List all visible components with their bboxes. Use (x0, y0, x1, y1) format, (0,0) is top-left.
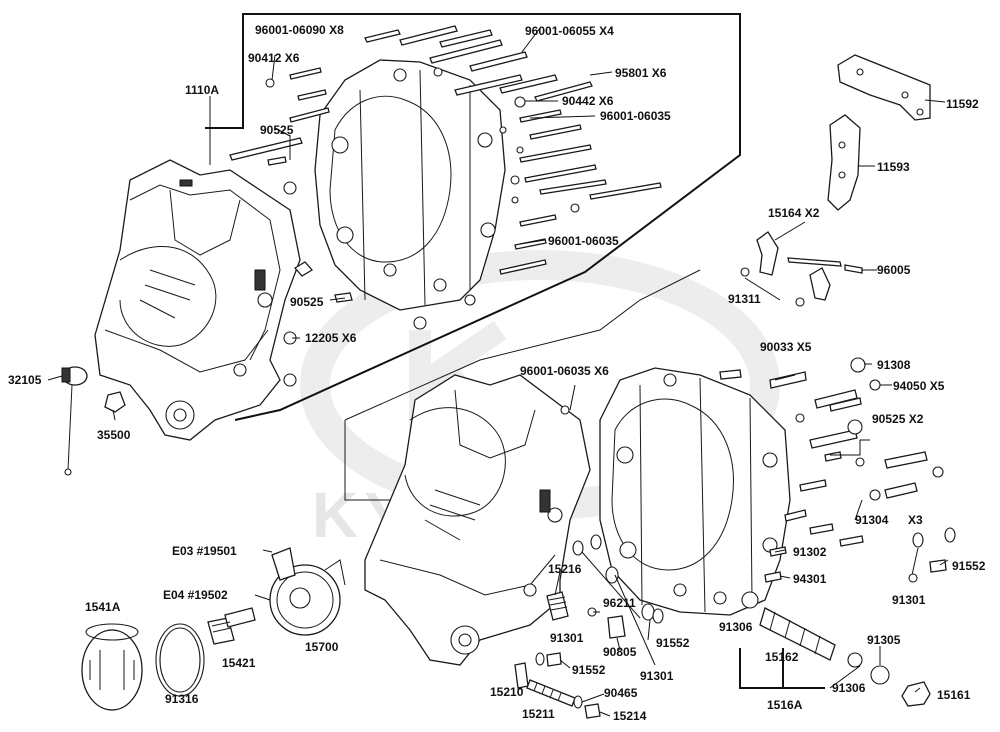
label-15421: 15421 (222, 656, 256, 670)
label-90525-a: 90525 (260, 123, 294, 137)
label-94301: 94301 (793, 572, 827, 586)
label-e03: E03 #19501 (172, 544, 237, 558)
label-91301-b: 91301 (550, 631, 584, 645)
label-90525-x2: 90525 X2 (872, 412, 924, 426)
label-96211: 96211 (603, 596, 636, 610)
label-90442: 90442 X6 (562, 94, 614, 108)
label-96001-06055: 96001-06055 X4 (525, 24, 614, 38)
label-91305: 91305 (867, 633, 901, 647)
oil-cooler-15700 (269, 547, 346, 636)
label-e04: E04 #19502 (163, 588, 228, 602)
label-91306-a: 91306 (719, 620, 753, 634)
label-91306-b: 91306 (832, 681, 866, 695)
label-1110A: 1110A (185, 83, 220, 97)
label-96001-06035-x6: 96001-06035 X6 (520, 364, 609, 378)
label-91308: 91308 (877, 358, 911, 372)
label-91301-c: 91301 (640, 669, 674, 683)
label-15161: 15161 (937, 688, 971, 702)
label-15216: 15216 (548, 562, 582, 576)
label-12205: 12205 X6 (305, 331, 357, 345)
label-96001-06035-b: 96001-06035 (548, 234, 619, 248)
label-91552-c: 91552 (572, 663, 606, 677)
label-91301-a: 91301 (892, 593, 926, 607)
label-91311: 91311 (728, 292, 761, 306)
label-91316: 91316 (165, 692, 199, 706)
oil-strainer-15162 (741, 591, 890, 685)
crankcase-right-upper (314, 59, 506, 311)
orings-right (908, 527, 956, 583)
label-15214: 15214 (613, 709, 647, 723)
label-90525-b: 90525 (290, 295, 324, 309)
sensor-35500 (104, 391, 126, 413)
label-90805: 90805 (603, 645, 637, 659)
label-15210: 15210 (490, 685, 524, 699)
label-90412: 90412 X6 (248, 51, 300, 65)
label-91552-b: 91552 (656, 636, 690, 650)
leader-lines (47, 27, 949, 717)
crankcase-right-lower (599, 367, 791, 616)
center-small-parts (514, 534, 664, 719)
oil-filter-1541A (81, 623, 143, 711)
label-11593: 11593 (877, 160, 910, 174)
label-91302: 91302 (793, 545, 827, 559)
label-96001-06090: 96001-06090 X8 (255, 23, 344, 37)
label-95801: 95801 X6 (615, 66, 667, 80)
drain-plug-15161 (901, 681, 931, 707)
label-96005: 96005 (877, 263, 911, 277)
label-x3: X3 (908, 513, 923, 527)
label-15700: 15700 (305, 640, 339, 654)
label-91552-a: 91552 (952, 559, 986, 573)
oil-dipstick-32105 (61, 366, 88, 476)
label-32105: 32105 (8, 373, 42, 387)
label-1516A: 1516A (767, 698, 803, 712)
bracket-11592 (837, 54, 931, 121)
levers-15164 (740, 231, 863, 307)
label-15162: 15162 (765, 650, 799, 664)
group-outline-1516A (739, 648, 825, 689)
label-90033: 90033 X5 (760, 340, 812, 354)
label-15211: 15211 (522, 707, 555, 721)
bracket-11593 (827, 114, 861, 211)
label-90465: 90465 (604, 686, 638, 700)
label-11592: 11592 (946, 97, 979, 111)
group-outline-lower-case (344, 269, 701, 501)
label-96001-06035-a: 96001-06035 (600, 109, 671, 123)
label-94050: 94050 X5 (893, 379, 945, 393)
dowel-pins-right (560, 357, 944, 583)
label-15164: 15164 X2 (768, 206, 820, 220)
fitting-15421 (207, 607, 256, 645)
label-35500: 35500 (97, 428, 131, 442)
oring-91316 (155, 623, 205, 697)
label-1541A: 1541A (85, 600, 121, 614)
crankcase-left-upper (94, 159, 301, 441)
label-91304: 91304 (855, 513, 889, 527)
group-outline-1110A (205, 13, 741, 421)
crankcase-left-lower (364, 374, 591, 666)
